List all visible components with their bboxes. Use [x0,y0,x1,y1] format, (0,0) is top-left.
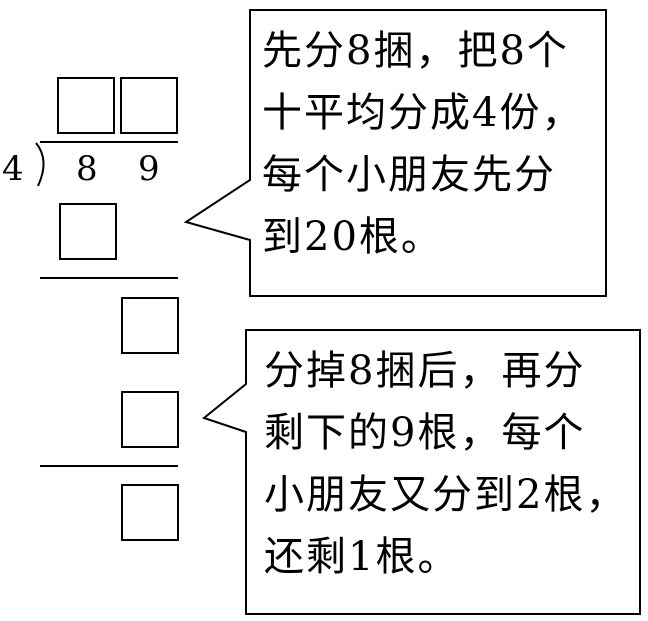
dividend-ones-digit: 9 [138,149,160,189]
callout-1-line: 到20根。 [262,214,443,260]
callout-2-line: 还剩1根。 [264,534,460,580]
callout-1-line: 先分8捆，把8个 [262,28,569,74]
callout-2-bubble [201,329,641,615]
dividend-tens-digit: 8 [76,149,98,189]
callout-1-bubble [183,9,607,297]
division-bracket [35,142,45,187]
callout-2-line: 小朋友又分到2根， [264,472,628,518]
divisor: 4 [2,149,24,189]
first-product-box [59,203,117,260]
quotient-ones-box [120,77,178,134]
callout-1-line: 每个小朋友先分 [262,152,556,198]
second-product-box [121,391,179,448]
callout-2-line: 分掉8捆后，再分 [264,348,586,394]
final-remainder-box [121,484,179,541]
callout-1-text: 先分8捆，把8个 十平均分成4份， 每个小朋友先分 到20根。 [262,20,583,268]
first-remainder-box [121,297,179,354]
callout-1-line: 十平均分成4份， [262,90,584,136]
callout-2-line: 剩下的9根，每个 [264,410,586,456]
quotient-tens-box [57,77,115,134]
callout-2-text: 分掉8捆后，再分 剩下的9根，每个 小朋友又分到2根， 还剩1根。 [264,340,627,588]
